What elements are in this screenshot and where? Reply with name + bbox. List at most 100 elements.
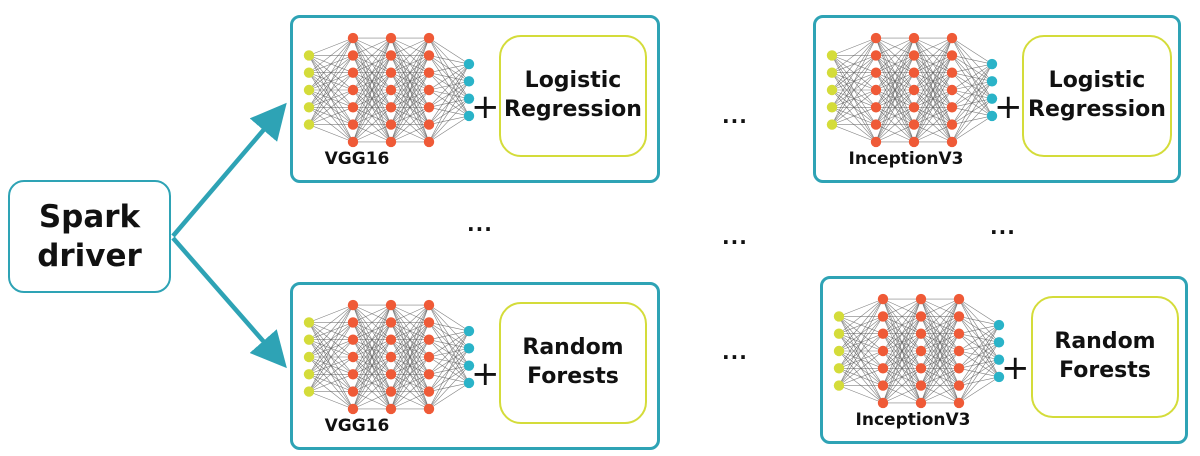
network-edge	[882, 298, 922, 369]
output-node	[993, 319, 1005, 331]
input-node	[833, 328, 845, 339]
network-edge	[958, 342, 1000, 404]
network-edge	[951, 37, 993, 65]
network-edge	[428, 63, 470, 143]
network-edge	[951, 81, 993, 143]
hidden-node	[385, 67, 397, 78]
ellipsis-center: ...	[722, 225, 748, 249]
hidden-node	[385, 334, 397, 345]
network-edge	[352, 37, 392, 108]
network-edge	[428, 330, 470, 358]
hidden-node	[385, 119, 397, 130]
network-edge	[882, 385, 922, 404]
hidden-node	[385, 386, 397, 397]
hidden-node	[423, 119, 435, 130]
classifier-label-line1: Random	[522, 335, 624, 361]
network-edge	[913, 37, 953, 125]
hidden-node	[423, 334, 435, 345]
hidden-node	[908, 84, 920, 96]
network-edge	[428, 81, 470, 143]
hidden-node	[946, 102, 958, 113]
network-edge	[390, 391, 430, 410]
classifier-box: Logistic Regression	[1022, 35, 1172, 157]
hidden-node	[870, 32, 882, 44]
hidden-node	[385, 403, 397, 415]
network-edge	[920, 298, 960, 369]
input-node	[833, 380, 845, 391]
input-node	[303, 67, 315, 78]
network-edge	[958, 376, 1000, 404]
network-edge	[838, 385, 884, 404]
hidden-node	[877, 293, 889, 305]
hidden-node	[385, 317, 397, 328]
network-edge	[831, 37, 877, 108]
hidden-node	[385, 299, 397, 311]
network-edge	[352, 89, 392, 143]
network-edge	[428, 330, 470, 375]
network-edge	[352, 322, 392, 410]
network-edge	[875, 37, 915, 125]
model-label: InceptionV3	[855, 410, 971, 430]
network-edge	[390, 304, 430, 392]
plus-sign: +	[1001, 348, 1030, 388]
network-edge	[352, 339, 392, 410]
hidden-node	[915, 311, 927, 322]
network-edge	[831, 37, 877, 125]
network-edge	[913, 37, 953, 56]
network-edge	[428, 330, 470, 392]
network-edge	[920, 298, 960, 386]
hidden-node	[877, 397, 889, 409]
hidden-node	[877, 311, 889, 322]
network-edge	[951, 115, 993, 143]
hidden-node	[385, 369, 397, 380]
network-edge	[913, 55, 953, 143]
network-edge	[958, 359, 1000, 404]
hidden-node	[347, 317, 359, 328]
hidden-node	[908, 136, 920, 148]
network-edge	[882, 350, 922, 404]
input-node	[303, 119, 315, 130]
network-edge	[913, 89, 953, 143]
network-edge	[913, 37, 953, 73]
model-label: VGG16	[324, 416, 390, 436]
network-edge	[308, 304, 354, 392]
hidden-node	[423, 50, 435, 61]
output-node	[986, 110, 998, 122]
network-edge	[308, 391, 354, 410]
network-edge	[428, 304, 470, 332]
hidden-node	[347, 369, 359, 380]
network-edge	[913, 37, 953, 91]
network-edge	[352, 72, 392, 143]
output-node	[463, 377, 475, 389]
network-edge	[308, 55, 354, 125]
hidden-node	[385, 32, 397, 44]
network-edge	[352, 374, 392, 410]
hidden-node	[946, 67, 958, 78]
network-edges	[308, 304, 470, 410]
network-edge	[958, 324, 1000, 386]
hidden-node	[946, 50, 958, 61]
network-edges	[831, 37, 993, 143]
hidden-node	[877, 345, 889, 357]
network-edge	[308, 37, 354, 56]
network-edge	[951, 55, 993, 65]
network-edge	[390, 304, 430, 358]
model-label: InceptionV3	[848, 149, 964, 169]
network-edge	[390, 304, 430, 323]
output-node	[463, 360, 475, 371]
worker-box-vgg16-random-forests: VGG16 + Random Forests	[290, 282, 660, 450]
input-node	[833, 363, 845, 374]
hidden-node	[870, 84, 882, 96]
hidden-node	[870, 136, 882, 148]
network-edge	[428, 330, 470, 340]
hidden-node	[423, 67, 435, 78]
network-edges	[838, 298, 1000, 404]
network-edge	[951, 63, 993, 143]
ellipsis-top-middle: ...	[722, 104, 748, 128]
network-edge	[831, 37, 877, 91]
network-edge	[352, 37, 392, 73]
hidden-node	[946, 32, 958, 44]
hidden-node	[423, 102, 435, 113]
worker-box-vgg16-logistic: VGG16 + Logistic Regression	[290, 15, 660, 183]
network-edge	[352, 304, 392, 392]
